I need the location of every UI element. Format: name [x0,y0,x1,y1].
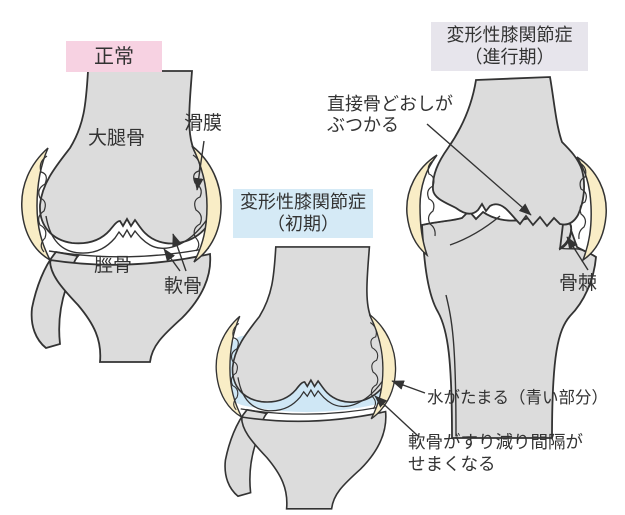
cartilage-wear-label: 軟骨がすり減り間隔が せまくなる [408,432,583,476]
fluid-label: 水がたまる（青い部分） [427,388,609,407]
advanced-knee-drawing [406,76,607,439]
bones-collide-line2: ぶつかる [327,115,399,136]
advanced-synovium-right-wavy-line [578,162,587,240]
advanced-title: 変形性膝関節症 [446,25,573,46]
advanced-title-box: 変形性膝関節症 （進行期） [431,22,588,71]
synovium-arrow [193,140,205,191]
annotation-arrows [163,123,589,437]
normal-title: 正常 [94,44,134,68]
advanced-capsule-left-shape [406,154,438,258]
wear-arrow [374,395,419,437]
bones-collide-label: 直接骨どおしが ぶつかる [327,94,453,136]
normal-title-box: 正常 [66,41,162,72]
bone-spur-label: 骨棘 [559,272,598,294]
femur-label: 大腿骨 [88,127,146,149]
advanced-fibula-line [445,294,457,437]
spur-arrow [566,236,589,271]
advanced-subtitle: （進行期） [464,47,555,68]
advanced-tibia-ridge-line [449,215,501,246]
early-title-box: 変形性膝関節症 （初期） [233,189,373,238]
cartilage-arrow-lower [163,248,181,272]
advanced-synovium-left-wavy-line [427,159,436,237]
cartilage-arrow-upper [172,233,187,272]
early-knee-drawing [215,246,397,510]
fluid-arrow [391,380,426,394]
cartilage-wear-line2: せまくなる [408,455,496,475]
cartilage-label: 軟骨 [164,275,203,297]
advanced-capsule-right-shape [576,156,607,262]
bones-collide-line1: 直接骨どおしが [327,94,453,115]
collide-arrow [426,123,532,216]
cartilage-wear-line1: 軟骨がすり減り間隔が [408,433,583,453]
early-subtitle: （初期） [267,214,339,235]
synovium-label: 滑膜 [184,112,223,134]
advanced-femur-shape [432,76,585,228]
tibia-label: 脛骨 [94,254,133,276]
early-title: 変形性膝関節症 [240,192,366,213]
